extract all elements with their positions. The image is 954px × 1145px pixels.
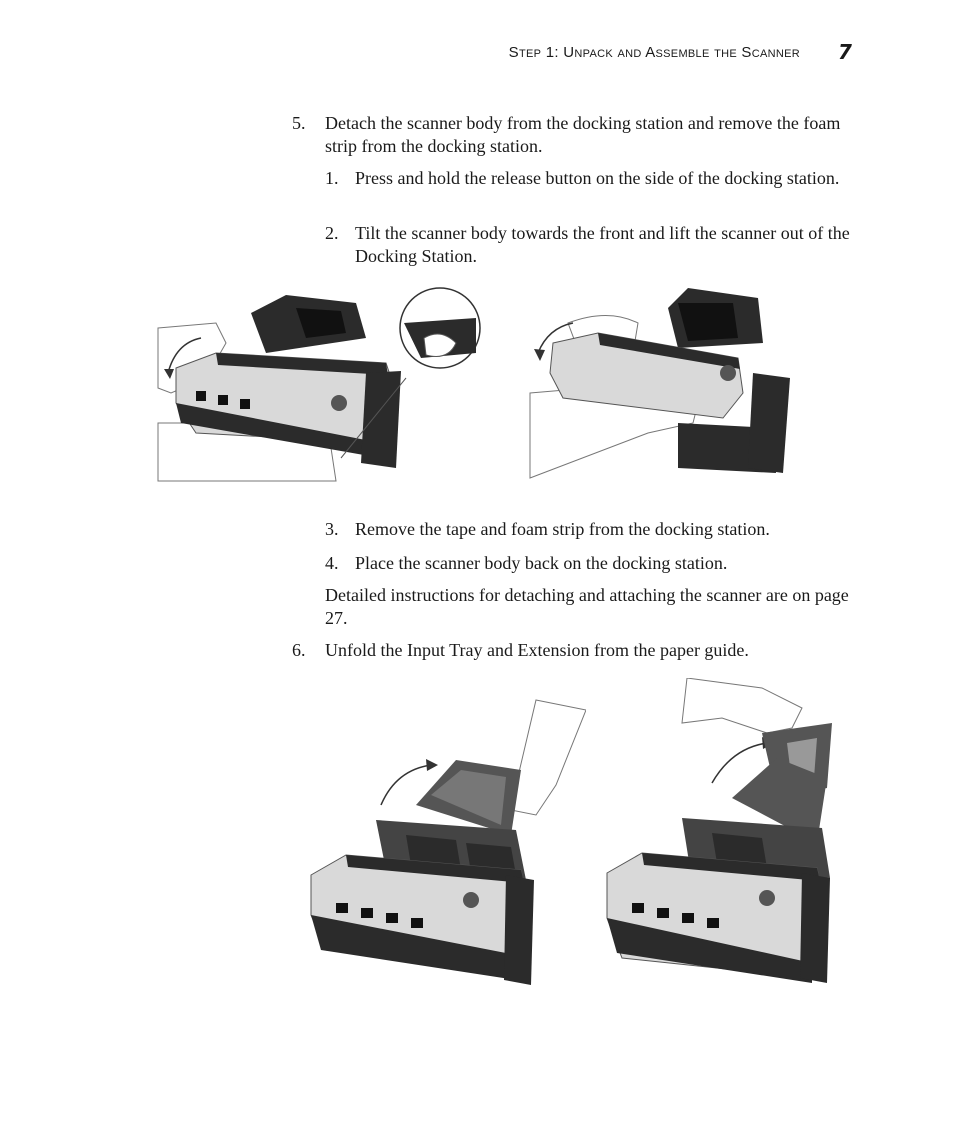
- step-text: Detach the scanner body from the docking…: [325, 113, 841, 156]
- step-number: 2.: [325, 223, 339, 243]
- step-number: 6.: [292, 640, 306, 660]
- scanner-lift-illustration: [528, 283, 798, 483]
- step-text: Place the scanner body back on the docki…: [355, 553, 728, 573]
- substep-2: 2. Tilt the scanner body towards the fro…: [325, 222, 855, 268]
- step-text: Tilt the scanner body towards the front …: [355, 223, 850, 266]
- step-number: 4.: [325, 553, 339, 573]
- step-text: Press and hold the release button on the…: [355, 168, 840, 188]
- step-text: Remove the tape and foam strip from the …: [355, 519, 770, 539]
- chapter-title: Step 1: Unpack and Assemble the Scanner: [508, 44, 800, 61]
- page-number: 7: [838, 40, 852, 64]
- step-number: 3.: [325, 519, 339, 539]
- extension-unfold-illustration: [602, 678, 842, 988]
- step-text: Unfold the Input Tray and Extension from…: [325, 640, 749, 660]
- scanner-release-illustration: [156, 283, 486, 483]
- input-tray-unfold-illustration: [306, 695, 586, 995]
- step-number: 5.: [292, 113, 306, 133]
- detail-note: Detailed instructions for detaching and …: [325, 585, 849, 628]
- substep-4: 4. Place the scanner body back on the do…: [325, 552, 855, 575]
- step-6: 6. Unfold the Input Tray and Extension f…: [292, 639, 852, 662]
- step-5: 5. Detach the scanner body from the dock…: [292, 112, 852, 158]
- step-number: 1.: [325, 168, 339, 188]
- substep-1: 1. Press and hold the release button on …: [325, 167, 855, 190]
- page-header: Step 1: Unpack and Assemble the Scanner …: [0, 40, 954, 70]
- substep-3: 3. Remove the tape and foam strip from t…: [325, 518, 855, 541]
